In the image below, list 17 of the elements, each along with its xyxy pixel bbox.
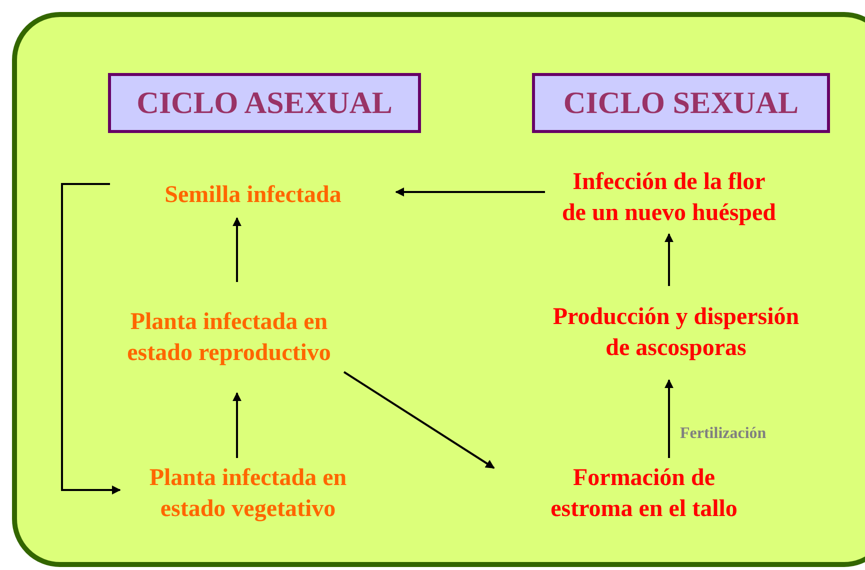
stage-text: Producción y dispersión de ascosporas (530, 286, 822, 380)
arrow (61, 183, 121, 494)
rounded-panel (12, 12, 865, 567)
title-box: CICLO SEXUAL (532, 73, 830, 133)
stage-text: Planta infectada en estado vegetativo (120, 458, 376, 530)
arrow (664, 379, 674, 458)
edge-label: Fertilización (680, 424, 766, 444)
stage-text: Infección de la flor de un nuevo huésped (545, 162, 793, 234)
stage-text: Planta infectada en estado reproductivo (114, 282, 344, 393)
stage-text: Formación de estroma en el tallo (494, 458, 794, 530)
arrow (343, 371, 495, 469)
stage-text: Semilla infectada (110, 172, 396, 218)
arrow (232, 392, 242, 458)
arrow (664, 233, 674, 286)
arrow (395, 188, 545, 196)
arrow (232, 217, 242, 282)
title-box: CICLO ASEXUAL (108, 73, 421, 133)
